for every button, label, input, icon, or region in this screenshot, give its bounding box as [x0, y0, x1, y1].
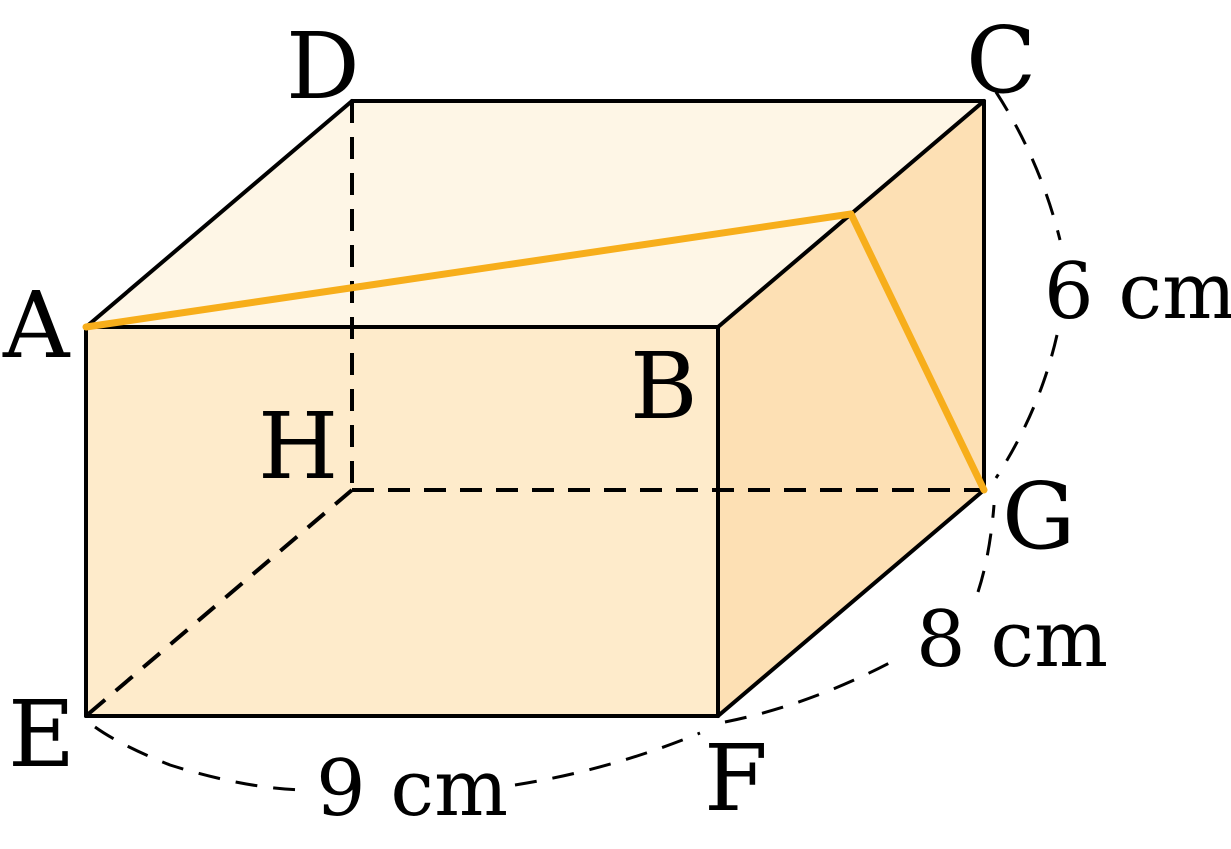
edge-fg: [716, 488, 986, 718]
dimension-arc-8cm-upper: [976, 504, 996, 593]
vertex-label-a: A: [2, 272, 71, 379]
vertex-label-c: C: [966, 7, 1036, 114]
dimension-label-width: 8 cm: [916, 595, 1108, 685]
vertex-label-b: B: [630, 333, 698, 440]
vertex-label-g: G: [1002, 463, 1076, 570]
top-face: [86, 101, 984, 327]
side-face: [718, 101, 984, 716]
dimension-arc-6cm-upper: [994, 91, 1062, 241]
front-face: [86, 327, 718, 716]
dimension-label-length: 9 cm: [316, 744, 508, 834]
dimension-label-height: 6 cm: [1044, 247, 1231, 337]
hidden-edge-he: [84, 488, 354, 718]
hidden-edges: [84, 101, 984, 718]
vertex-label-f: F: [704, 725, 768, 832]
vertex-label-d: D: [286, 13, 360, 120]
vertex-label-e: E: [8, 681, 75, 788]
vertex-label-h: H: [258, 393, 338, 500]
dimension-arc-9cm: [94, 725, 311, 792]
dimension-arc-8cm: [724, 658, 896, 724]
edge-ad: [84, 99, 354, 329]
dimension-arc-6cm-lower: [994, 334, 1059, 479]
dimension-arc-9cm-right: [514, 731, 701, 787]
shortest-path: [82, 210, 988, 494]
